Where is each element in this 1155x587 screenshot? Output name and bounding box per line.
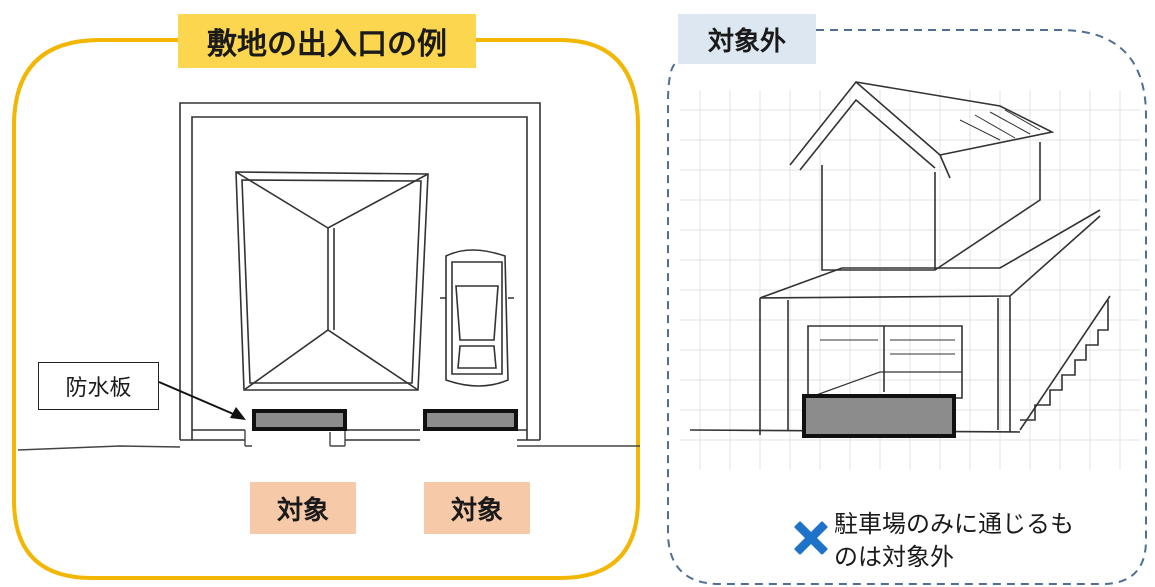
right-panel-frame [667, 29, 1147, 585]
flood-barrier-callout: 防水板 [38, 362, 159, 410]
exclusion-note-line-2: のは対象外 [834, 543, 954, 572]
target-label-1: 対象 [276, 495, 329, 526]
site-outline [179, 102, 541, 441]
callout-leader-line [158, 381, 239, 417]
target-tag-1-bg [250, 482, 356, 534]
callout-arrowhead [230, 407, 246, 420]
house-roof-plan [235, 171, 429, 391]
ground-line [17, 445, 640, 451]
left-panel-title: 敷地の出入口の例 [207, 27, 447, 62]
left-panel-frame [12, 38, 640, 580]
car-topview [440, 249, 514, 387]
left-title-bg [178, 14, 476, 68]
cross-mark-icon [794, 521, 828, 555]
flood-barrier-callout-label: 防水板 [65, 376, 132, 401]
exclusion-note: 駐車場のみに通じるも のは対象外 [834, 508, 1124, 574]
target-tag-2-bg [424, 482, 530, 534]
house-sketch [689, 80, 1111, 435]
right-title-bg [678, 14, 816, 64]
flood-barrier-board-1 [252, 409, 347, 431]
target-label-2: 対象 [450, 495, 503, 526]
right-panel-title: 対象外 [707, 26, 786, 57]
garage-flood-board [802, 394, 956, 438]
grid-paper [680, 90, 1140, 470]
exclusion-note-line-1: 駐車場のみに通じるも [834, 510, 1074, 538]
flood-barrier-board-2 [423, 409, 518, 431]
